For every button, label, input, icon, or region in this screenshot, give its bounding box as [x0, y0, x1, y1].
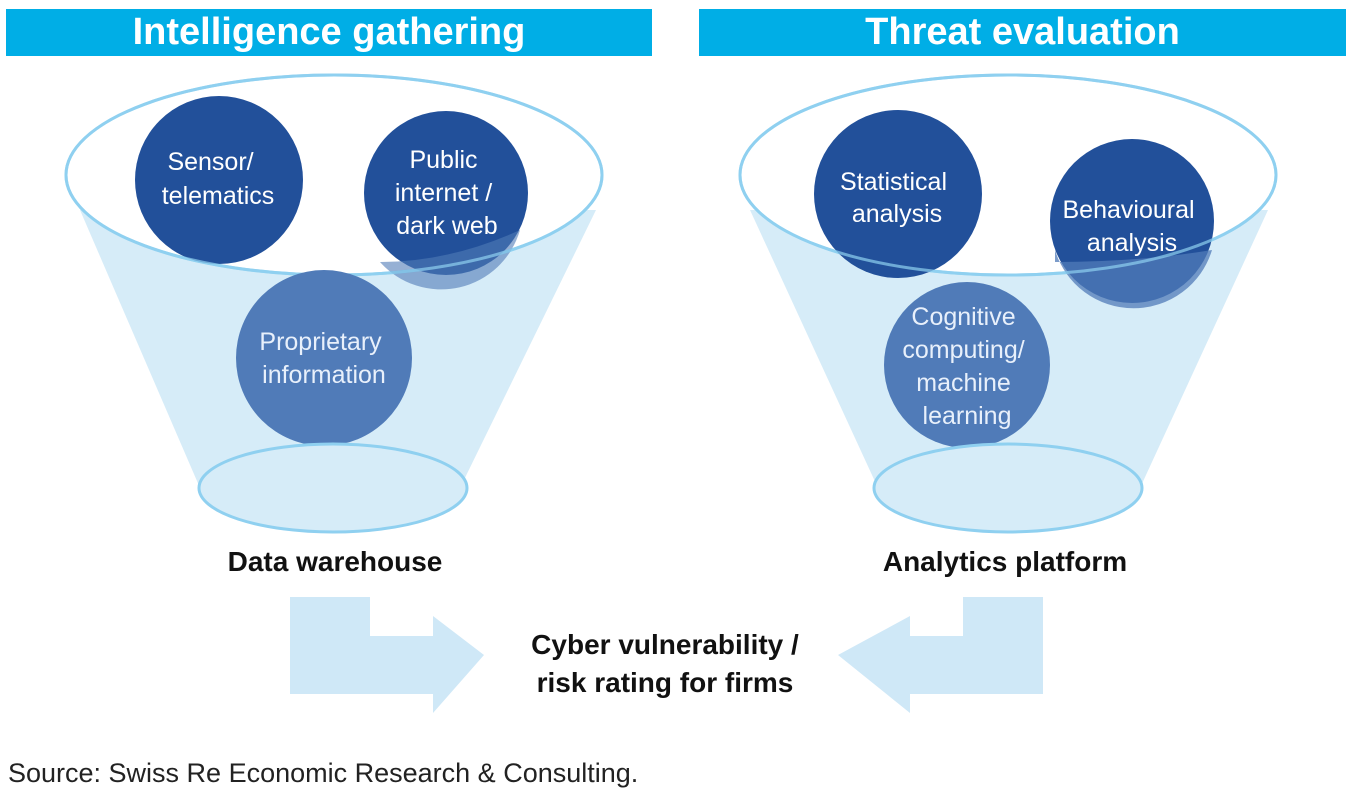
circle-text-sensor: Sensor/ telematics — [162, 148, 275, 210]
circle-text-cognitive: Cognitive computing/ machine learning — [902, 303, 1031, 430]
circle-text-behavioural: Behavioural analysis — [1063, 196, 1202, 257]
analytics-platform-label: Analytics platform — [882, 546, 1128, 577]
right-rim-overlay — [738, 73, 1278, 277]
circle-text-public: Public internet / dark web — [395, 146, 499, 240]
right-funnel-bottom — [872, 442, 1144, 534]
arrow-right-icon — [290, 597, 484, 713]
source-note: Source: Swiss Re Economic Research & Con… — [8, 758, 639, 788]
circle-sensor-telematics — [135, 96, 303, 264]
result-line-2: risk rating for firms — [536, 667, 794, 698]
circle-public-internet — [364, 111, 528, 275]
data-warehouse-label: Data warehouse — [227, 546, 443, 577]
result-line-1: Cyber vulnerability / — [531, 629, 799, 660]
circle-proprietary-information — [236, 270, 412, 446]
left-funnel: Sensor/ telematics Public internet / dar… — [64, 73, 604, 534]
left-overlap-shade — [380, 230, 520, 290]
header-threat-evaluation: Threat evaluation — [699, 9, 1346, 56]
circle-text-proprietary: Proprietary information — [259, 328, 388, 389]
arrow-left-icon — [838, 597, 1043, 713]
circle-cognitive-computing — [884, 282, 1050, 448]
right-funnel: Statistical analysis Behavioural analysi… — [738, 73, 1278, 534]
header-intelligence-gathering: Intelligence gathering — [6, 9, 652, 56]
circle-text-statistical: Statistical analysis — [840, 168, 954, 228]
right-overlap-shade — [1055, 250, 1212, 309]
left-funnel-bottom — [197, 442, 469, 534]
circle-statistical-analysis — [814, 110, 982, 278]
result-label: Cyber vulnerability / risk rating for fi… — [480, 626, 850, 702]
